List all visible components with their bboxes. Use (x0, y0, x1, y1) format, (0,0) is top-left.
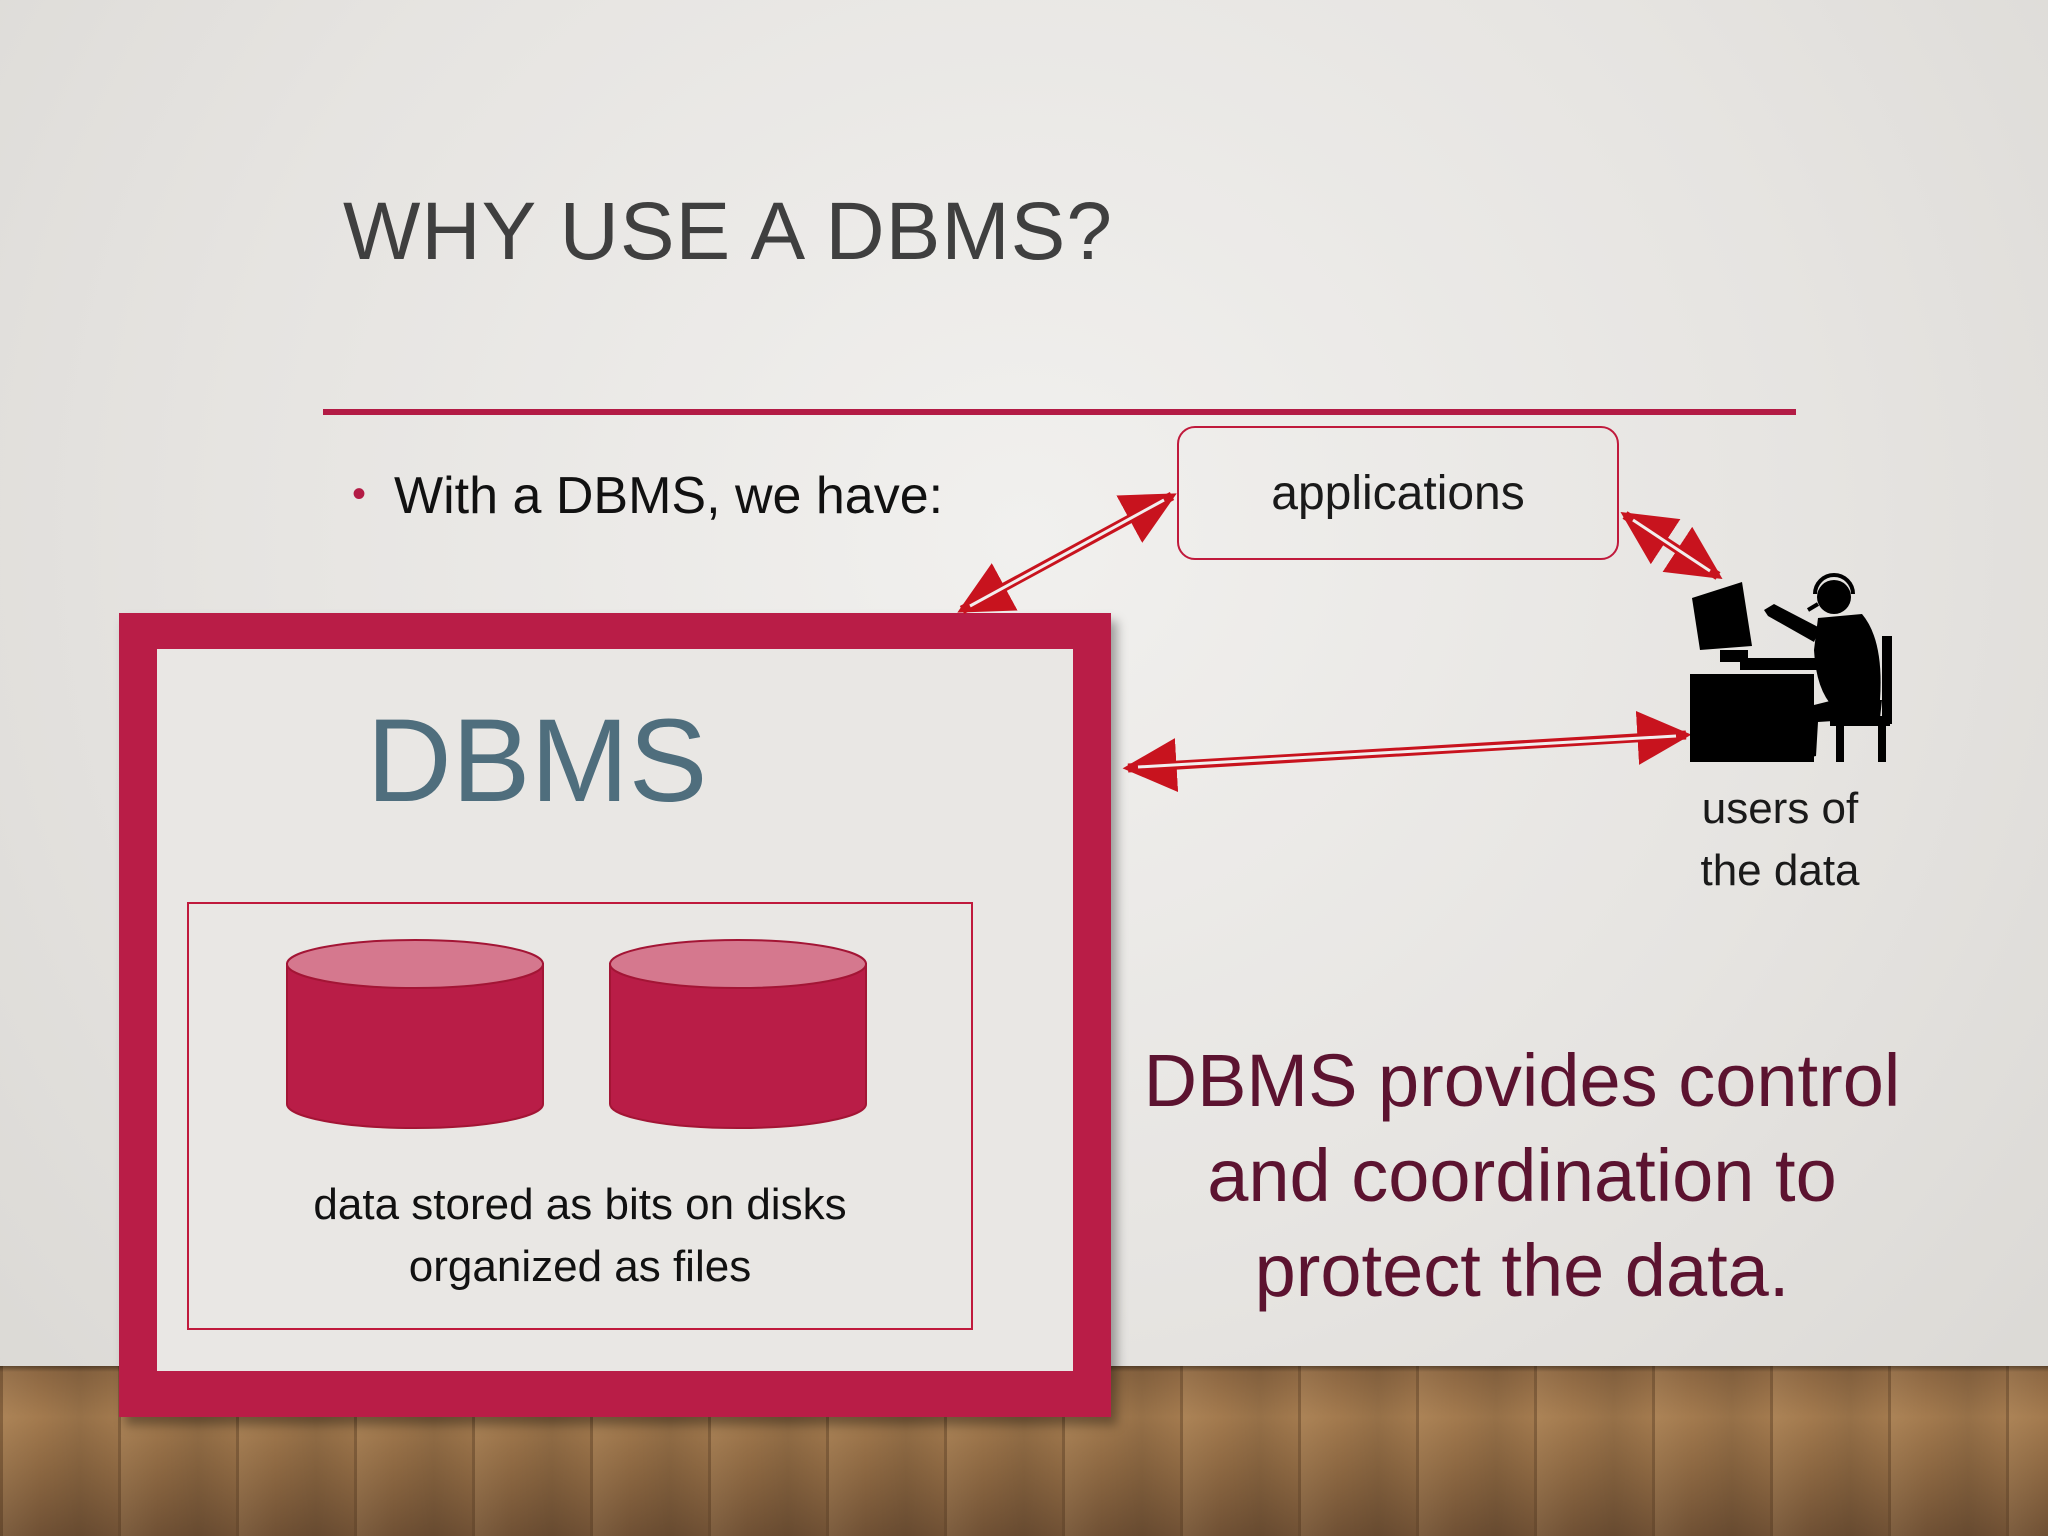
arrow-dbms-applications (957, 492, 1177, 614)
bullet-dot: • (352, 472, 367, 516)
title-divider (323, 409, 1796, 415)
users-caption-line-1: users of (1701, 784, 1859, 833)
slide-title: WHY USE A DBMS? (343, 186, 1113, 277)
storage-cylinders (286, 939, 867, 1129)
conclusion-text: DBMS provides control and coordination t… (1112, 1033, 1932, 1318)
dbms-frame: DBMS data stored as bits on disks organi… (119, 613, 1111, 1417)
storage-caption-line-1: data stored as bits on disks (313, 1180, 847, 1229)
conclusion-line-1: DBMS provides control (1143, 1039, 1901, 1122)
database-cylinder-icon (286, 939, 544, 1129)
conclusion-line-2: and coordination to (1207, 1134, 1837, 1217)
users-caption: users of the data (1680, 778, 1880, 902)
storage-box: data stored as bits on disks organized a… (187, 902, 973, 1330)
arrow-applications-users (1620, 511, 1723, 580)
conclusion-line-3: protect the data. (1254, 1229, 1790, 1312)
dbms-panel: DBMS data stored as bits on disks organi… (157, 649, 1073, 1371)
storage-caption: data stored as bits on disks organized a… (189, 1174, 971, 1298)
storage-caption-line-2: organized as files (408, 1242, 752, 1291)
dbms-label: DBMS (366, 695, 708, 827)
applications-label: applications (1271, 466, 1525, 520)
bullet-text: With a DBMS, we have: (394, 467, 944, 525)
arrow-dbms-users (1122, 710, 1692, 793)
database-cylinder-icon (609, 939, 867, 1129)
applications-box: applications (1177, 426, 1619, 560)
users-caption-line-2: the data (1700, 846, 1860, 895)
user-at-computer-icon (1690, 573, 1892, 762)
bullet-item: • With a DBMS, we have: (352, 466, 943, 526)
